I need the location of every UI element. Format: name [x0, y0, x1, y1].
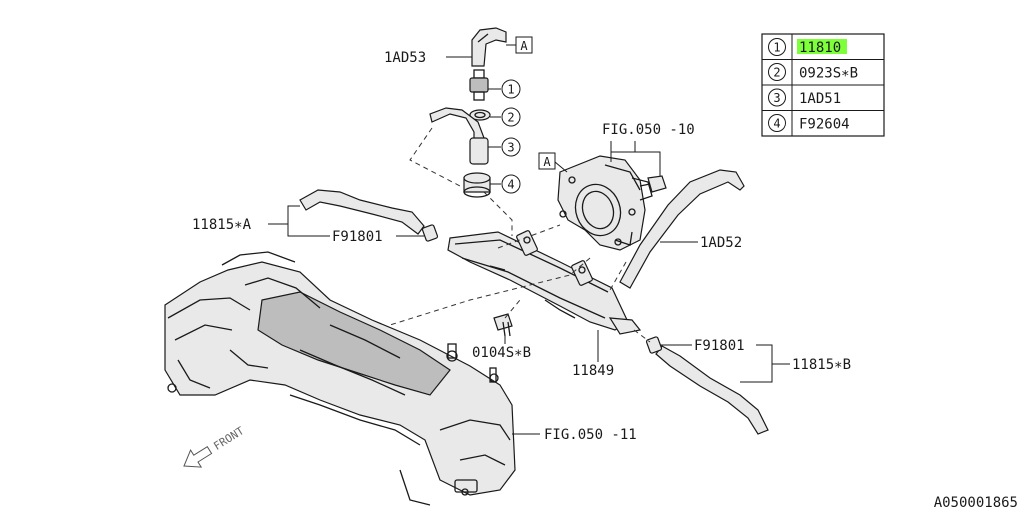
clamp-2[interactable]: [469, 109, 491, 121]
callout-3[interactable]: 3: [507, 141, 514, 155]
clamp-f91801-right[interactable]: [645, 336, 663, 354]
callout-4[interactable]: 4: [507, 178, 514, 192]
label-hose-1ad52[interactable]: 1AD52: [700, 235, 742, 251]
ref-box-a-top: [515, 36, 533, 54]
fuel-pipe-assembly[interactable]: [447, 230, 642, 335]
label-clamp-f91801-left[interactable]: F91801: [332, 229, 383, 245]
diagram-id: A050001865: [934, 495, 1018, 511]
front-label: FRONT: [211, 424, 246, 453]
legend-row-1[interactable]: 1 11810: [768, 38, 848, 57]
ref-a-throttle-label[interactable]: A: [543, 155, 551, 169]
label-clamp-f91801-right[interactable]: F91801: [694, 338, 745, 354]
callout-2[interactable]: 2: [507, 111, 514, 125]
front-direction-arrow: FRONT: [183, 424, 247, 468]
legend-row-4[interactable]: 4 F92604: [768, 114, 850, 133]
label-hose-11815b[interactable]: 11815∗B: [792, 357, 851, 373]
label-fig-050-10[interactable]: FIG.050 -10: [602, 122, 695, 138]
pcv-valve[interactable]: [469, 69, 489, 101]
legend-row-3[interactable]: 3 1AD51: [768, 88, 842, 107]
hose-11815b[interactable]: [655, 345, 769, 435]
legend-part-1: 11810: [799, 40, 841, 56]
parts-legend-table: 1 11810 2 0923S∗B 3 1AD51 4 F92604: [761, 33, 885, 137]
label-hose-1ad53[interactable]: 1AD53: [384, 50, 426, 66]
ref-box-a-throttle: [538, 152, 556, 170]
throttle-bolt[interactable]: [639, 175, 667, 193]
callout-circles: [501, 79, 521, 194]
intake-manifold[interactable]: [164, 251, 516, 506]
label-hose-11815a[interactable]: 11815∗A: [192, 217, 252, 233]
legend-num-2: 2: [773, 66, 780, 80]
dashed-guides: [389, 127, 651, 343]
legend-num-1: 1: [773, 41, 780, 55]
legend-row-2[interactable]: 2 0923S∗B: [768, 63, 859, 82]
throttle-body[interactable]: [557, 155, 653, 251]
hose-1ad53[interactable]: [471, 27, 507, 67]
bolt-0104sb[interactable]: [493, 313, 513, 337]
label-bolt-0104sb[interactable]: 0104S∗B: [472, 345, 531, 361]
callout-1[interactable]: 1: [507, 83, 514, 97]
legend-highlight: [797, 39, 847, 54]
label-fig-050-11[interactable]: FIG.050 -11: [544, 427, 637, 443]
grommet[interactable]: [463, 172, 491, 198]
legend-part-3: 1AD51: [799, 91, 841, 107]
hose-1ad52[interactable]: [619, 169, 745, 289]
legend-num-4: 4: [773, 117, 780, 131]
label-pipe-11849[interactable]: 11849: [572, 363, 614, 379]
clamp-f91801-left[interactable]: [421, 224, 439, 242]
legend-part-2: 0923S∗B: [799, 66, 858, 82]
hose-11815a[interactable]: [299, 189, 425, 235]
ref-a-top-label[interactable]: A: [520, 39, 528, 53]
legend-part-4: F92604: [799, 117, 850, 133]
leader-lines: [268, 44, 790, 435]
hose-1ad51[interactable]: [429, 107, 489, 165]
legend-num-3: 3: [773, 91, 780, 105]
